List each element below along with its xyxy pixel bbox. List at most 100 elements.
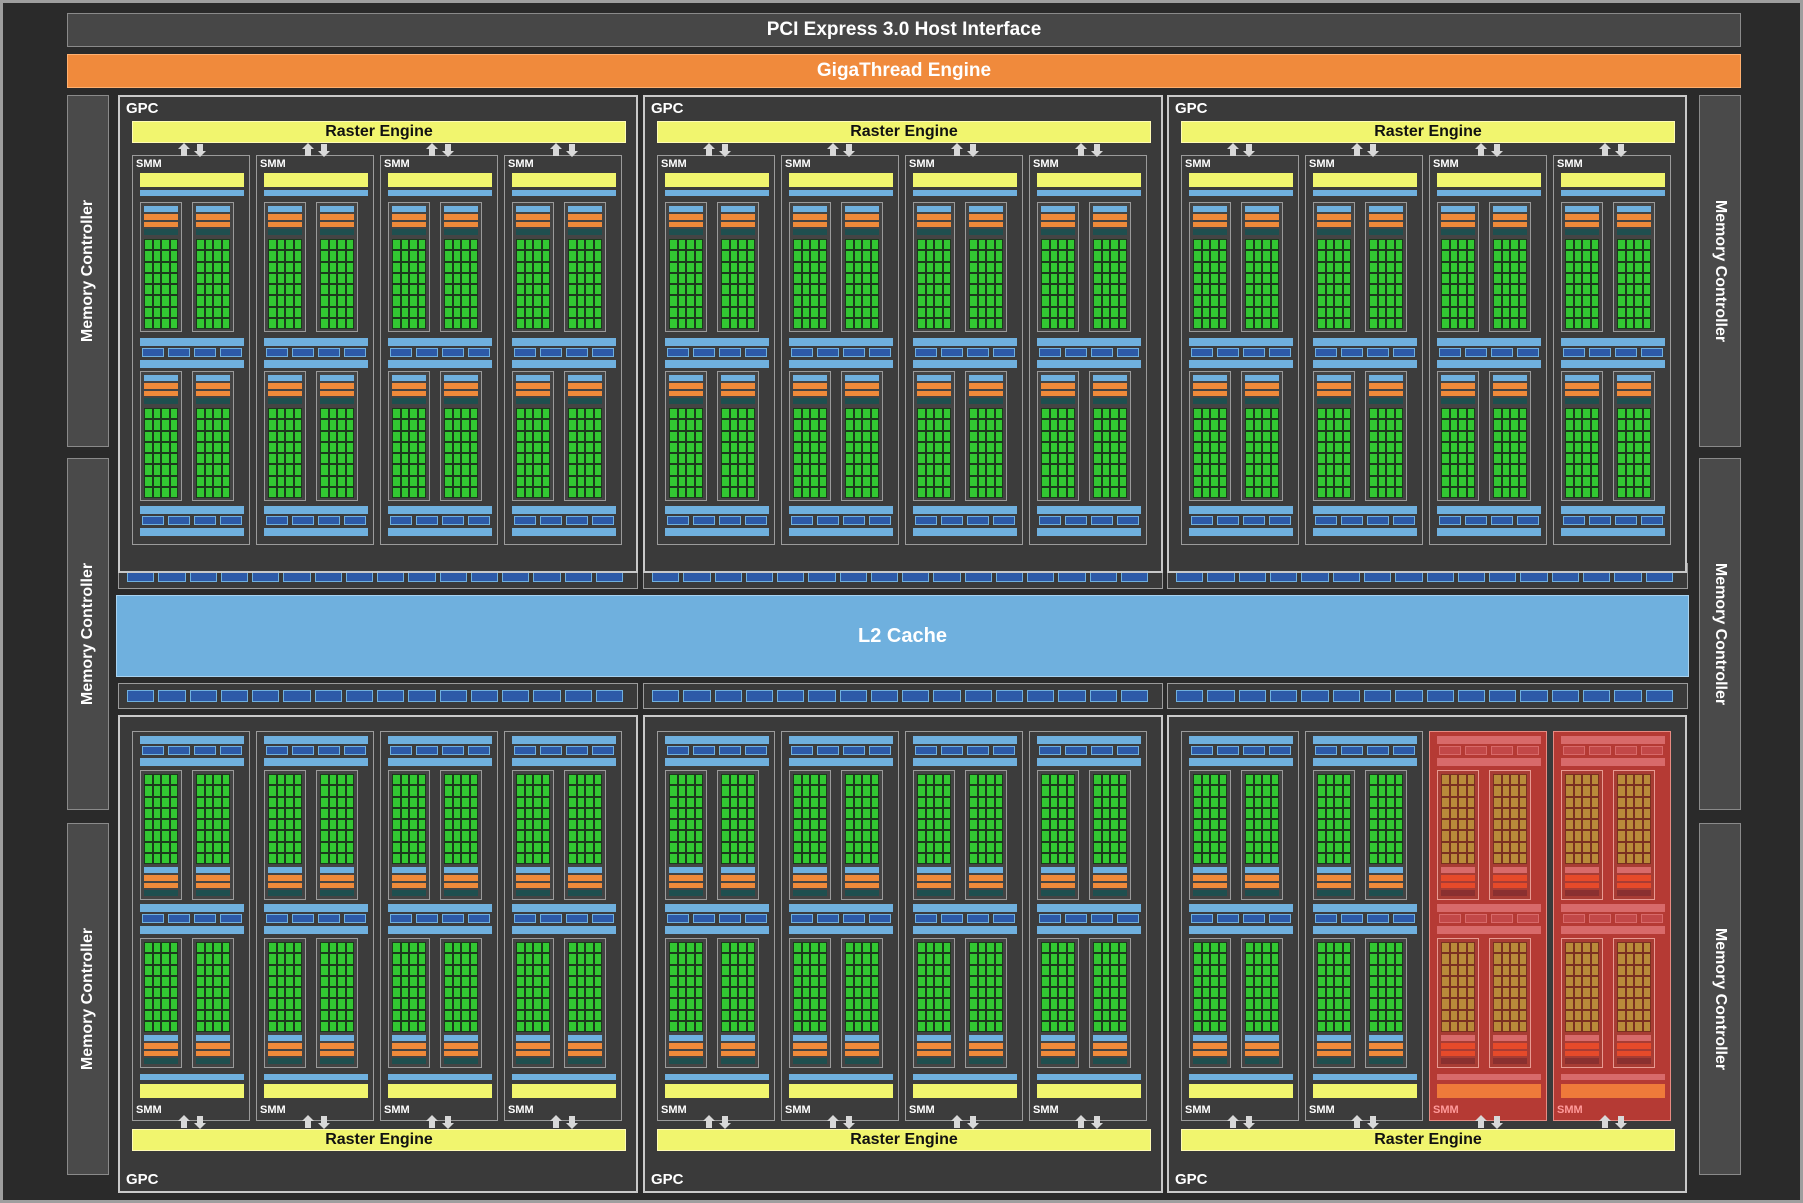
cuda-core <box>462 409 469 419</box>
cuda-core <box>393 775 400 785</box>
cuda-core-grid <box>1617 408 1651 498</box>
dispatch-unit-bar <box>1313 528 1417 536</box>
cuda-core <box>1387 431 1394 441</box>
dispatch-unit-bar <box>1561 904 1665 912</box>
cuda-core <box>670 988 677 998</box>
cuda-core <box>678 808 685 818</box>
cuda-core <box>462 251 469 261</box>
dispatch-unit-cell <box>719 914 741 923</box>
core-column <box>1241 202 1283 332</box>
cuda-core <box>321 1010 328 1020</box>
l2-slice <box>1027 690 1055 702</box>
cuda-core <box>1067 442 1074 452</box>
cuda-core <box>1263 273 1270 283</box>
cuda-core <box>393 999 400 1009</box>
cuda-core-grid <box>1245 239 1279 329</box>
cuda-core <box>329 454 336 464</box>
load-store-bar <box>1565 875 1599 881</box>
cuda-core <box>321 251 328 261</box>
cuda-core <box>1370 307 1377 317</box>
dispatch-unit-bar <box>1313 506 1417 514</box>
dispatch-unit-cell <box>1091 746 1113 755</box>
cuda-core <box>1502 976 1509 986</box>
cuda-core <box>1343 296 1350 306</box>
load-store-bar <box>568 391 602 396</box>
cuda-core <box>846 420 853 430</box>
register-file-bar <box>721 375 755 381</box>
load-store-bar <box>1245 1051 1279 1056</box>
cuda-core <box>1626 442 1633 452</box>
cuda-core <box>269 262 276 272</box>
cuda-core <box>470 262 477 272</box>
cuda-core <box>1102 853 1109 863</box>
cuda-core <box>1263 999 1270 1009</box>
cuda-core <box>286 976 293 986</box>
cuda-core <box>1318 853 1325 863</box>
cuda-core <box>1111 409 1118 419</box>
cuda-core <box>987 487 994 497</box>
cuda-core <box>222 251 229 261</box>
l2-slice <box>1238 690 1266 702</box>
cuda-core <box>811 285 818 295</box>
cuda-core <box>802 954 809 964</box>
cuda-core <box>1119 318 1126 328</box>
cuda-core <box>1378 786 1385 796</box>
cuda-core <box>1467 431 1474 441</box>
cuda-core <box>534 318 541 328</box>
cuda-core <box>935 409 942 419</box>
cuda-core <box>1591 976 1598 986</box>
cuda-core <box>329 476 336 486</box>
cuda-core <box>1326 831 1333 841</box>
cuda-core <box>418 296 425 306</box>
cuda-core <box>1067 307 1074 317</box>
cuda-core <box>277 797 284 807</box>
cuda-core <box>577 307 584 317</box>
dispatch-unit-cell <box>142 746 164 755</box>
dispatch-unit-cell <box>869 746 891 755</box>
cuda-core <box>695 465 702 475</box>
cuda-core <box>470 454 477 464</box>
cuda-core <box>586 831 593 841</box>
cuda-core <box>1246 465 1253 475</box>
cuda-core <box>1219 318 1226 328</box>
cuda-core <box>1635 820 1642 830</box>
cuda-core <box>170 820 177 830</box>
cuda-core <box>1102 296 1109 306</box>
load-store-bar <box>1193 1051 1227 1056</box>
dispatch-unit-bar <box>913 758 1017 766</box>
dispatch-unit-cell <box>416 348 438 357</box>
cuda-core <box>722 988 729 998</box>
dispatch-unit-bar <box>665 758 769 766</box>
cuda-core <box>1335 853 1342 863</box>
dispatch-unit-bar <box>1437 360 1541 368</box>
cuda-core <box>687 988 694 998</box>
cuda-core <box>222 420 229 430</box>
cuda-core <box>1467 943 1474 953</box>
cuda-core <box>854 307 861 317</box>
cuda-core <box>747 285 754 295</box>
cuda-core <box>1467 262 1474 272</box>
dispatch-unit-cell <box>1217 516 1239 525</box>
cuda-core <box>294 476 301 486</box>
cuda-core <box>1050 431 1057 441</box>
cuda-core <box>1467 999 1474 1009</box>
cuda-core <box>153 273 160 283</box>
cuda-core <box>935 431 942 441</box>
cuda-core <box>1343 465 1350 475</box>
cuda-core <box>1059 999 1066 1009</box>
special-function-bar <box>1193 398 1227 404</box>
cuda-core <box>1102 820 1109 830</box>
cuda-core <box>418 240 425 250</box>
cuda-core <box>1111 251 1118 261</box>
instruction-buffer-bar <box>512 190 616 196</box>
cuda-core <box>410 454 417 464</box>
load-store-bar <box>444 391 478 396</box>
cuda-core <box>277 853 284 863</box>
pcie-host-interface: PCI Express 3.0 Host Interface <box>67 13 1741 47</box>
cuda-core <box>329 820 336 830</box>
cuda-core <box>1326 454 1333 464</box>
cuda-core <box>1626 775 1633 785</box>
cuda-core <box>1211 797 1218 807</box>
cuda-core <box>1219 262 1226 272</box>
special-function-bar <box>392 398 426 404</box>
